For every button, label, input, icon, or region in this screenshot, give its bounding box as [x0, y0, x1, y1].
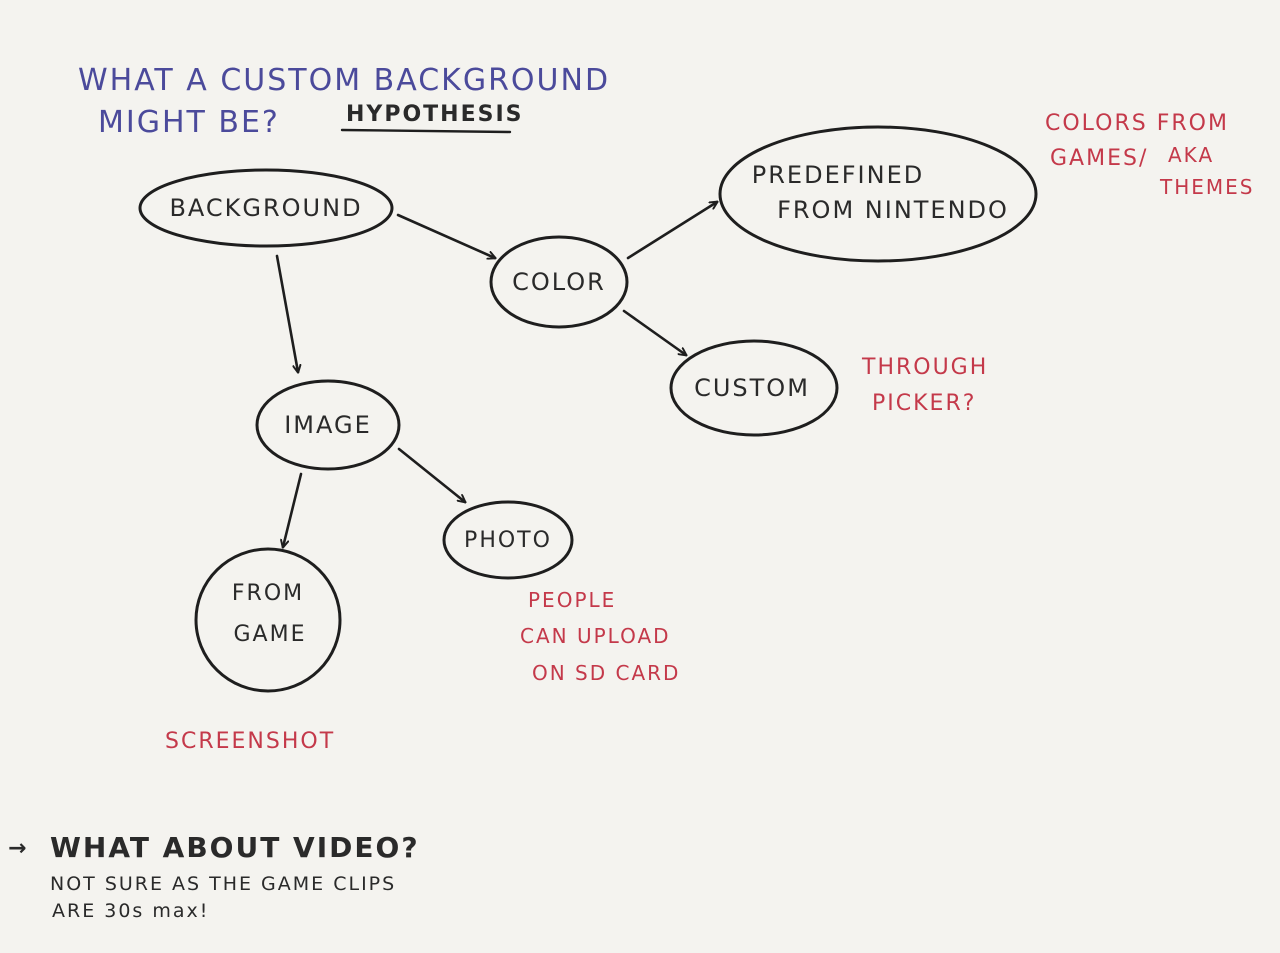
node-from-game: FROM GAME — [194, 547, 342, 693]
node-image-shape — [255, 379, 401, 471]
node-photo-shape — [442, 500, 574, 580]
node-photo: PHOTO — [442, 500, 574, 580]
hypothesis-tag: HYPOTHESIS — [346, 102, 524, 127]
note-colors-line3: AKA — [1168, 143, 1214, 167]
node-color-label: COLOR — [512, 268, 606, 296]
node-color-shape — [489, 235, 629, 329]
title-line2: MIGHT BE? — [98, 105, 280, 140]
note-picker-line1: THROUGH — [861, 355, 988, 380]
footer-detail-line2: ARE 30s max! — [52, 900, 209, 922]
node-image: IMAGE — [255, 379, 401, 471]
node-background-shape — [138, 168, 394, 248]
node-background: BACKGROUND — [138, 168, 394, 248]
node-from-game-shape — [194, 547, 342, 693]
footer-detail-line1: NOT SURE AS THE GAME CLIPS — [50, 873, 396, 895]
node-from-game-label-line1: FROM — [232, 581, 304, 606]
edge-color-custom — [622, 309, 686, 355]
note-people-upload: PEOPLE CAN UPLOAD ON SD CARD — [520, 588, 680, 685]
note-people-line2: CAN UPLOAD — [520, 624, 671, 648]
note-screenshot: SCREENSHOT — [165, 729, 335, 754]
edge-image-photo — [397, 447, 465, 502]
node-custom-label: CUSTOM — [694, 374, 810, 402]
note-colors-line1: COLORS FROM — [1045, 111, 1229, 136]
edge-background-image — [275, 254, 298, 372]
footer-arrow-icon: → — [8, 836, 28, 861]
note-colors-line2: GAMES/ — [1050, 146, 1148, 171]
node-from-game-label-line2: GAME — [234, 622, 307, 647]
footer-note: → WHAT ABOUT VIDEO? NOT SURE AS THE GAME… — [8, 831, 420, 922]
node-image-label: IMAGE — [284, 411, 372, 439]
edge-image-fromgame — [283, 472, 303, 547]
node-predefined-shape — [718, 125, 1038, 263]
note-colors-line4: THEMES — [1159, 175, 1254, 199]
footer-question: WHAT ABOUT VIDEO? — [50, 831, 420, 864]
note-colors-from-games: COLORS FROM GAMES/ AKA THEMES — [1045, 111, 1254, 199]
node-background-label: BACKGROUND — [169, 194, 362, 222]
node-custom-shape — [669, 339, 839, 437]
note-picker-line2: PICKER? — [872, 391, 976, 416]
note-through-picker: THROUGH PICKER? — [861, 355, 988, 416]
title-line1: WHAT A CUSTOM BACKGROUND — [78, 63, 610, 98]
node-color: COLOR — [489, 235, 629, 329]
node-predefined: PREDEFINED FROM NINTENDO — [718, 125, 1038, 263]
node-predefined-label-line2: FROM NINTENDO — [777, 196, 1009, 224]
node-custom: CUSTOM — [669, 339, 839, 437]
node-predefined-label-line1: PREDEFINED — [752, 161, 924, 189]
edge-background-color — [396, 213, 495, 258]
node-photo-label: PHOTO — [464, 528, 552, 553]
edge-color-predefined — [626, 202, 717, 260]
note-people-line3: ON SD CARD — [532, 661, 680, 685]
note-people-line1: PEOPLE — [528, 588, 616, 612]
hypothesis-underline — [340, 128, 512, 134]
